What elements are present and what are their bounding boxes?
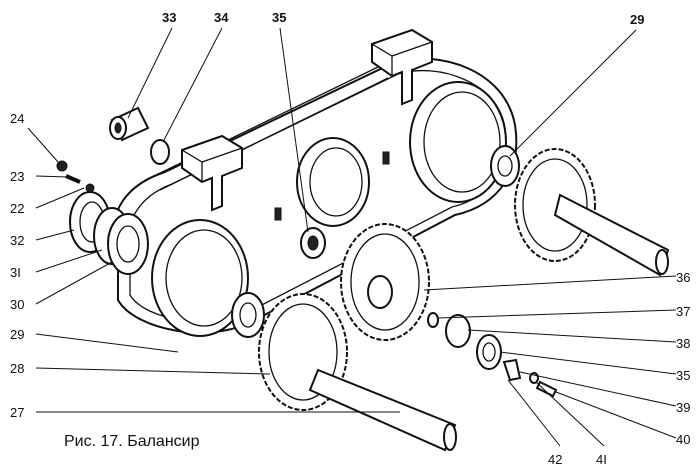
ring-part-38 <box>445 314 471 348</box>
washer-part-23 <box>65 174 81 184</box>
figure-caption: Рис. 17. Балансир <box>64 433 200 450</box>
callout-35-right: 35 <box>676 368 690 383</box>
gear-shaft-lower-left <box>258 293 457 452</box>
callout-33: 33 <box>162 10 176 25</box>
nut-part-22 <box>85 183 95 193</box>
lock-plate-part-42 <box>502 358 522 382</box>
callout-labels: 24 23 22 32 3I 30 29 28 27 33 34 35 29 3… <box>10 10 690 467</box>
bearing-left <box>231 292 265 338</box>
callout-34: 34 <box>214 10 229 25</box>
bolt-part-40 <box>535 380 558 398</box>
housing-bore-middle <box>296 137 370 227</box>
sleeve-part-33 <box>109 106 150 142</box>
callout-35-top: 35 <box>272 10 286 25</box>
housing-slot-left <box>274 207 282 221</box>
callout-32: 32 <box>10 233 24 248</box>
callout-28: 28 <box>10 361 24 376</box>
callout-29-top: 29 <box>630 12 644 27</box>
idler-gear-part-36 <box>340 223 430 341</box>
callout-41: 4I <box>596 452 607 467</box>
bearing-middle <box>300 227 326 259</box>
callout-40: 40 <box>676 432 690 447</box>
housing-bore-right <box>409 81 507 203</box>
callout-38: 38 <box>676 336 690 351</box>
flange-part-30 <box>107 213 149 275</box>
ring-part-37 <box>427 312 439 328</box>
bearing-part-35 <box>476 334 502 370</box>
callout-23: 23 <box>10 169 24 184</box>
top-bracket-left <box>181 134 243 212</box>
bearing-right <box>490 145 520 187</box>
top-bracket-right <box>371 28 433 106</box>
callout-22: 22 <box>10 201 24 216</box>
bolt-part-24 <box>56 160 68 172</box>
callout-39: 39 <box>676 400 690 415</box>
callout-37: 37 <box>676 304 690 319</box>
callout-30: 30 <box>10 297 24 312</box>
callout-27: 27 <box>10 405 24 420</box>
callout-24: 24 <box>10 111 24 126</box>
gear-shaft-upper-right <box>514 148 670 277</box>
callout-29-left: 29 <box>10 327 24 342</box>
leader-lines <box>27 27 677 447</box>
callout-31: 3I <box>10 265 21 280</box>
o-ring-part-34 <box>150 139 170 165</box>
housing-bore-left <box>151 219 249 337</box>
balancer-housing <box>113 28 518 337</box>
callout-36: 36 <box>676 270 690 285</box>
housing-slot-right <box>382 151 390 165</box>
callout-42: 42 <box>548 452 562 467</box>
